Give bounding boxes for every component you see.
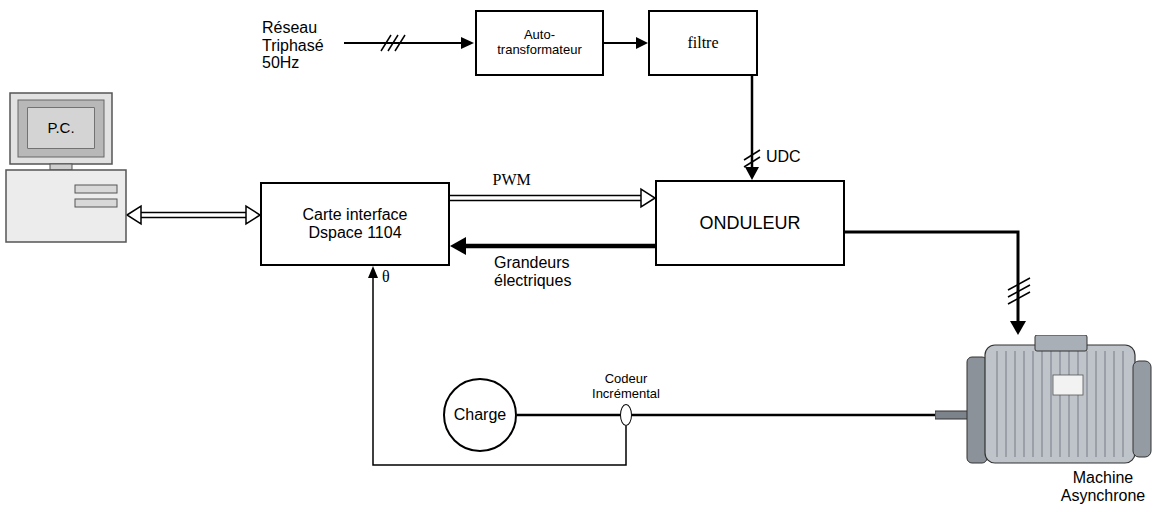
- arrowhead: [636, 37, 648, 49]
- mains-arrowhead: [461, 37, 474, 49]
- cooling-fin: [1113, 351, 1115, 457]
- signal-label: θ: [380, 268, 392, 286]
- arrowhead: [745, 167, 759, 180]
- motor-flange: [967, 357, 987, 463]
- motor-illustration: Machine Asynchrone: [935, 335, 1155, 467]
- connector: [604, 37, 648, 49]
- arrowhead: [1010, 321, 1026, 335]
- node-text: Machine Asynchrone: [1051, 469, 1155, 506]
- connector: [450, 237, 655, 255]
- cooling-fin: [1059, 351, 1061, 457]
- connector: [127, 206, 260, 224]
- motor-drawing: [935, 335, 1155, 467]
- connector-line: [373, 277, 626, 465]
- fan-cover: [1133, 361, 1151, 457]
- monitor-screen: [28, 108, 94, 148]
- signal-label: UDC: [764, 148, 803, 166]
- node-text: P.C.: [28, 108, 94, 148]
- arrowhead: [641, 189, 655, 207]
- connector: [745, 76, 759, 180]
- connector: [845, 232, 1026, 335]
- connector-line: [604, 42, 637, 44]
- cooling-fin: [1032, 351, 1034, 457]
- drive-slot: [75, 185, 117, 193]
- connector-line: [450, 200, 642, 202]
- connector-line: [751, 76, 754, 168]
- connector: [368, 266, 626, 465]
- signal-label: Grandeurs électriques: [492, 254, 600, 290]
- connector: [450, 189, 655, 207]
- connector-line: [632, 414, 935, 417]
- monitor-stand: [50, 164, 72, 170]
- connector-line: [845, 232, 1018, 322]
- drive-slot: [75, 199, 117, 207]
- motor-shaft: [935, 411, 969, 419]
- cooling-fin: [1095, 351, 1097, 457]
- connector-line: [140, 212, 247, 214]
- node-text: ONDULEUR: [699, 213, 800, 234]
- motor-body: [985, 345, 1135, 463]
- node-text: filtre: [687, 34, 718, 52]
- arrowhead: [450, 237, 466, 255]
- connector-line: [140, 217, 247, 219]
- arrowhead: [246, 206, 260, 224]
- terminal-box: [1035, 335, 1087, 351]
- inverter-box: ONDULEUR: [655, 180, 845, 266]
- node-text: Carte interface Dspace 1104: [283, 206, 428, 243]
- transformer-box: Auto- transformateur: [475, 10, 604, 76]
- cooling-fin: [1086, 351, 1088, 457]
- cooling-fin: [1068, 351, 1070, 457]
- cooling-fin: [1014, 351, 1016, 457]
- computer-icon: P.C.: [5, 92, 127, 244]
- node-text: Charge: [454, 406, 506, 424]
- arrowhead: [368, 266, 378, 278]
- monitor-frame: [10, 93, 112, 164]
- phase-mark: [395, 35, 405, 51]
- rating-plate: [1053, 375, 1083, 395]
- cooling-fin: [1077, 351, 1079, 457]
- node-text: Codeur Incrémental: [580, 372, 672, 402]
- interface-card-box: Carte interface Dspace 1104: [260, 182, 450, 266]
- cooling-fin: [1122, 351, 1124, 457]
- arrowhead: [127, 206, 141, 224]
- monitor-bezel: [18, 100, 104, 157]
- cooling-fin: [1041, 351, 1043, 457]
- filter-box: filtre: [648, 10, 758, 76]
- connector-line: [450, 195, 642, 197]
- computer-case: [6, 170, 126, 242]
- cooling-fin: [996, 351, 998, 457]
- source-label: Réseau Triphasé 50Hz: [260, 19, 344, 72]
- connector: [632, 415, 935, 416]
- cooling-fin: [1005, 351, 1007, 457]
- encoder-symbol: Codeur Incrémental: [620, 404, 632, 426]
- signal-label: PWM: [491, 171, 533, 189]
- cooling-fin: [1104, 351, 1106, 457]
- cooling-fin: [1050, 351, 1052, 457]
- load-circle: Charge: [443, 378, 517, 452]
- cooling-fin: [1023, 351, 1025, 457]
- node-text: Auto- transformateur: [483, 28, 596, 58]
- connector: [517, 415, 620, 416]
- connector-line: [465, 244, 655, 249]
- connector-line: [517, 414, 620, 417]
